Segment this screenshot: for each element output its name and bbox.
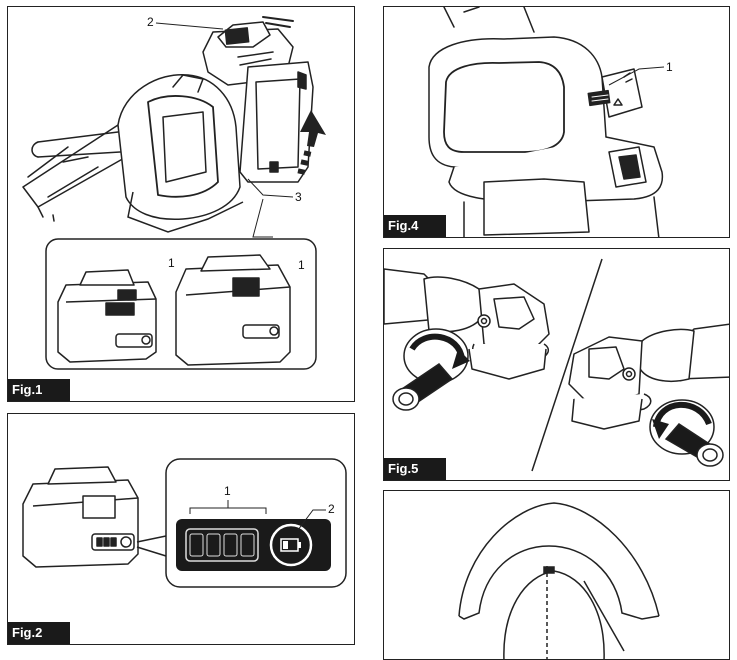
figure-1-panel: 2 3 1 1 Fig.1 (7, 6, 355, 402)
fig2-callout-1: 1 (224, 484, 231, 498)
figure-5-panel: Fig.5 (383, 248, 730, 481)
fig2-label: Fig.2 (8, 622, 71, 644)
fig1-callout-1a: 1 (168, 256, 175, 270)
fig2-illustration (22, 458, 347, 588)
figure-4-panel: 1 Fig.4 (383, 6, 730, 238)
fig1-callout-3: 3 (295, 190, 302, 204)
fig6-illustration (458, 502, 660, 659)
fig4-callout-1: 1 (666, 60, 673, 74)
fig1-label: Fig.1 (8, 379, 71, 401)
fig4-illustration (428, 7, 665, 237)
fig2-callout-2: 2 (328, 502, 335, 516)
fig5-label: Fig.5 (384, 458, 447, 480)
fig1-callout-2: 2 (147, 15, 154, 29)
fig4-label: Fig.4 (384, 215, 447, 237)
fig1-callout-1b: 1 (298, 258, 305, 272)
figure-2-panel: 1 2 Fig.2 (7, 413, 355, 645)
fig1-illustration (22, 16, 326, 370)
fig5-illustration (384, 258, 729, 472)
figure-6-panel (383, 490, 730, 660)
